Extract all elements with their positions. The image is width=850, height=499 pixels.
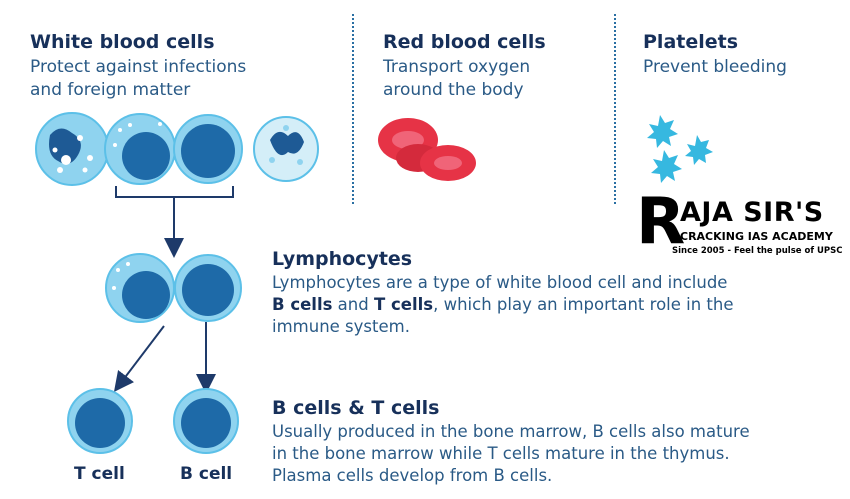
wbc-monocyte	[104, 113, 176, 185]
logo-r-letter: R	[636, 185, 686, 259]
rbc-group	[378, 118, 476, 181]
t-cell-graphic	[67, 388, 133, 454]
lymphocytes-title: Lymphocytes	[272, 248, 413, 270]
wbc-desc-1: Protect against infections	[30, 57, 247, 77]
wbc-desc-2: and foreign matter	[30, 80, 191, 100]
t-cell-label: T cell	[74, 464, 125, 484]
rbc-desc-1: Transport oxygen	[383, 57, 531, 77]
rbc-title: Red blood cells	[383, 31, 546, 53]
bt-cells-line-3: Plasma cells develop from B cells.	[272, 466, 553, 485]
wbc-lymphocyte	[173, 114, 243, 184]
academy-logo: R AJA SIR'S CRACKING IAS ACADEMY Since 2…	[636, 190, 846, 268]
lymphocyte-plain	[174, 254, 242, 322]
divider-left	[352, 14, 354, 204]
platelets-desc: Prevent bleeding	[643, 57, 787, 77]
lymphocytes-text: Lymphocytes are a type of white blood ce…	[272, 272, 734, 338]
b-cell-label: B cell	[180, 464, 233, 484]
bt-cells-title: B cells & T cells	[272, 397, 440, 419]
platelets-title: Platelets	[643, 31, 739, 53]
logo-brand: AJA SIR'S	[680, 197, 824, 228]
divider-right	[614, 14, 616, 204]
wbc-title: White blood cells	[30, 31, 215, 53]
lymphocytes-line-3: immune system.	[272, 317, 410, 336]
bt-cells-line-2: in the bone marrow while T cells mature …	[272, 444, 730, 463]
bt-cells-text: Usually produced in the bone marrow, B c…	[272, 421, 750, 487]
bt-cells-line-1: Usually produced in the bone marrow, B c…	[272, 422, 750, 441]
logo-academy: CRACKING IAS ACADEMY	[680, 230, 833, 243]
lymphocytes-line-2: B cells and T cells, which play an impor…	[272, 295, 734, 314]
lymphocyte-granular	[105, 253, 175, 323]
logo-tagline: Since 2005 - Feel the pulse of UPSC	[672, 246, 843, 256]
lymphocytes-line-1: Lymphocytes are a type of white blood ce…	[272, 273, 728, 292]
wbc-eosinophil	[253, 116, 319, 182]
rbc-desc-2: around the body	[383, 80, 524, 100]
wbc-neutrophil	[35, 112, 109, 186]
b-cell-graphic	[173, 388, 239, 454]
platelet-group	[647, 115, 713, 183]
